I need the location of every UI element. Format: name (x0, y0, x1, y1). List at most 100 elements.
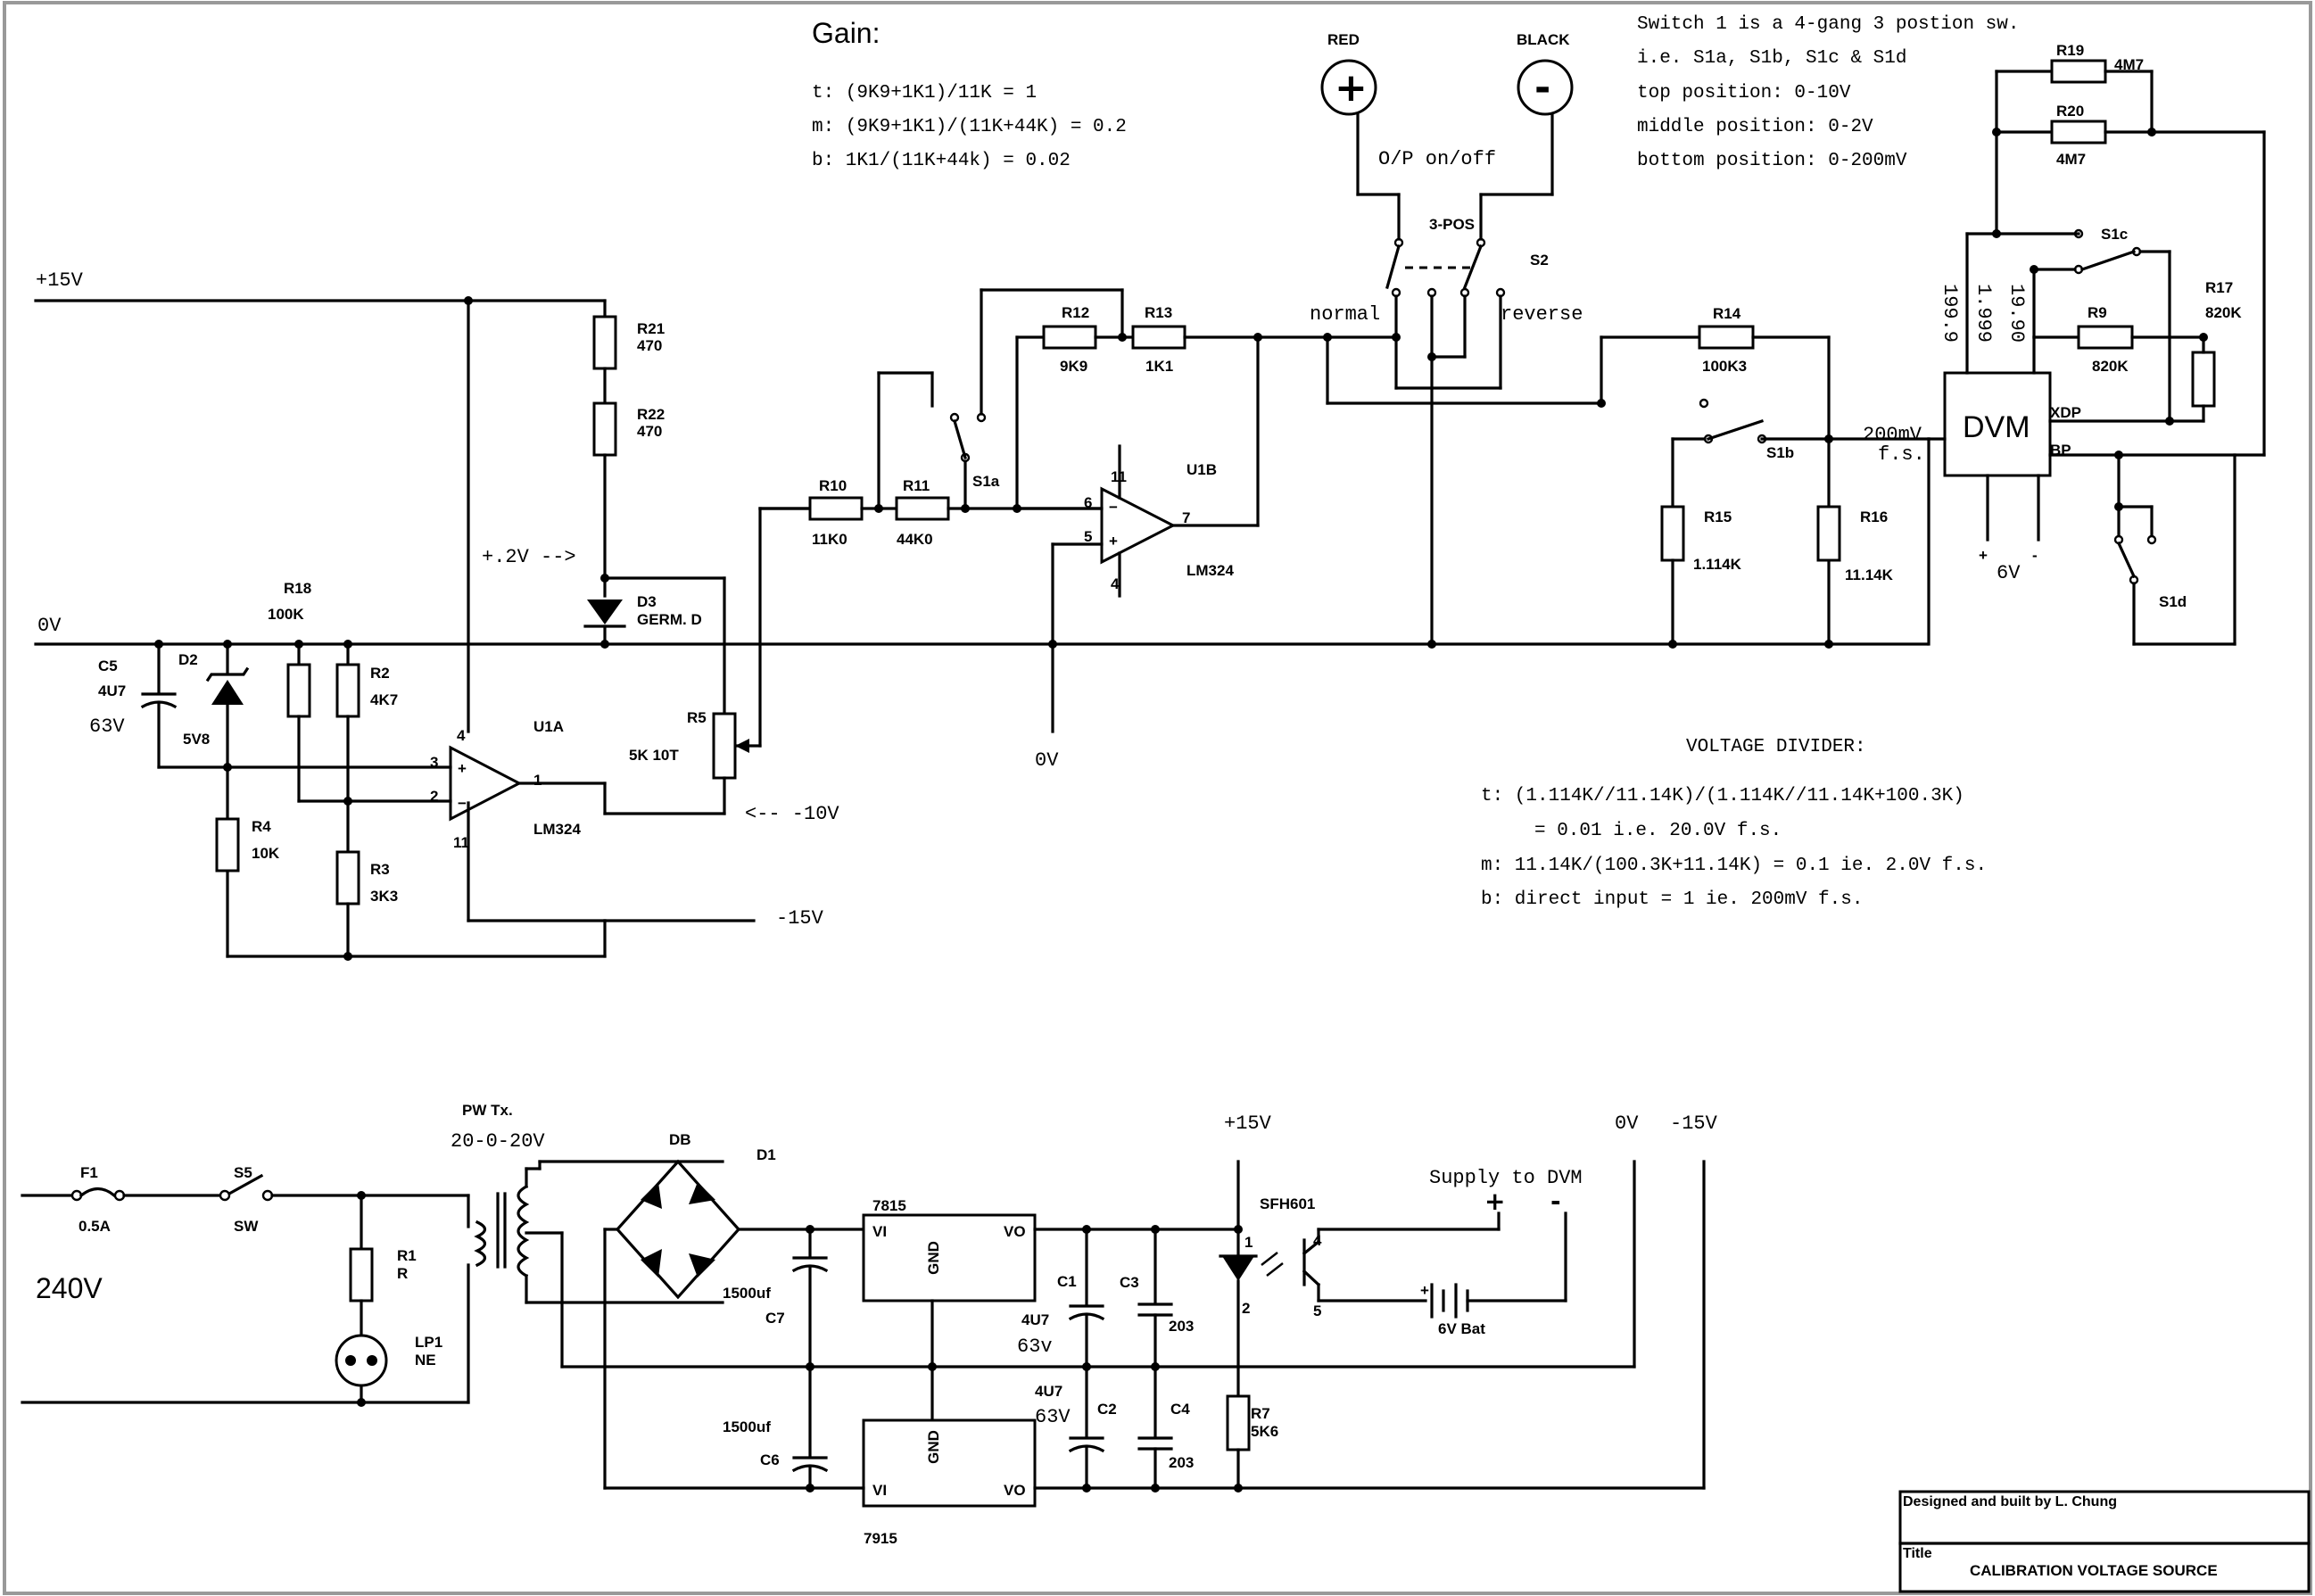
divider-m: m: 11.14K/(100.3K+11.14K) = 0.1 ie. 2.0V… (1481, 856, 1987, 876)
svg-text:63V: 63V (89, 715, 125, 738)
r17-resistor (2191, 351, 2216, 408)
svg-text:2: 2 (1242, 1300, 1250, 1317)
gain-b: b: 1K1/(11K+44k) = 0.02 (812, 151, 1071, 171)
switch-note-5: bottom position: 0-200mV (1637, 151, 1907, 171)
svg-text:20-0-20V: 20-0-20V (451, 1130, 545, 1153)
svg-text:D2: D2 (178, 651, 198, 668)
svg-text:normal: normal (1310, 303, 1380, 326)
transformer-primary (474, 1220, 487, 1268)
svg-text:4: 4 (1313, 1232, 1322, 1249)
svg-text:R14: R14 (1713, 305, 1741, 322)
svg-text:+: + (1109, 533, 1118, 550)
reg-7915 (862, 1418, 1037, 1508)
svg-text:4: 4 (1111, 575, 1120, 592)
svg-text:DB: DB (669, 1131, 691, 1148)
svg-text:S2: S2 (1530, 252, 1549, 269)
svg-text:S1d: S1d (2159, 593, 2187, 610)
svg-text:+: + (458, 760, 467, 777)
svg-text:0.5A: 0.5A (79, 1218, 111, 1235)
r11-resistor (895, 496, 950, 521)
svg-text:4: 4 (457, 727, 466, 744)
drawing-title: CALIBRATION VOLTAGE SOURCE (1970, 1562, 2218, 1579)
svg-text:1.999: 1.999 (1972, 284, 1995, 343)
s1c-switch (2079, 249, 2137, 272)
svg-text:R10: R10 (819, 477, 847, 494)
rail-0v-label: 0V (37, 615, 62, 637)
svg-text:4U7: 4U7 (98, 682, 126, 699)
svg-text:10K: 10K (252, 845, 280, 862)
gain-t: t: (9K9+1K1)/11K = 1 (812, 83, 1037, 103)
reg-7815 (862, 1213, 1037, 1302)
svg-text:+15V: +15V (1224, 1112, 1272, 1135)
svg-text:-15V: -15V (1670, 1112, 1718, 1135)
svg-text:1.114K: 1.114K (1693, 556, 1742, 573)
r20-resistor (2050, 120, 2107, 145)
svg-text:5: 5 (1313, 1302, 1321, 1319)
r15-resistor (1660, 505, 1685, 562)
svg-text:6V: 6V (1997, 562, 2021, 584)
svg-text:NE: NE (415, 1352, 436, 1369)
rail-0v-label-2: 0V (1035, 749, 1059, 772)
r18-resistor (286, 663, 311, 718)
switch-note-3: top position: 0-10V (1637, 83, 1851, 103)
svg-text:100K3: 100K3 (1702, 358, 1747, 375)
svg-text:1: 1 (533, 772, 542, 789)
r1-resistor (349, 1247, 374, 1302)
svg-text:GND: GND (925, 1241, 942, 1275)
r9-resistor (2077, 325, 2134, 350)
svg-text:R20: R20 (2056, 103, 2084, 120)
r2-resistor (335, 663, 360, 718)
svg-text:−: − (458, 795, 467, 812)
svg-text:D1: D1 (757, 1146, 776, 1163)
svg-text:BLACK: BLACK (1517, 31, 1570, 48)
svg-text:C1: C1 (1057, 1273, 1077, 1290)
svg-text:2: 2 (430, 788, 438, 805)
svg-text:100K: 100K (268, 606, 304, 623)
d3-diode (587, 600, 623, 624)
u1a-opamp (449, 745, 523, 822)
switch-note-1: Switch 1 is a 4-gang 3 postion sw. (1637, 14, 2019, 35)
u1b-opamp (1100, 486, 1177, 565)
svg-text:470: 470 (637, 423, 662, 440)
transformer-secondary (517, 1184, 530, 1278)
svg-text:VO: VO (1004, 1482, 1026, 1499)
svg-text:U1A: U1A (533, 718, 564, 735)
svg-text:R22: R22 (637, 406, 665, 423)
svg-text:DVM: DVM (1963, 410, 2030, 444)
svg-text:R: R (397, 1265, 408, 1282)
svg-text:S1b: S1b (1766, 444, 1794, 461)
svg-text:R17: R17 (2205, 279, 2233, 296)
svg-text:470: 470 (637, 337, 662, 354)
svg-text:3-POS: 3-POS (1429, 216, 1475, 233)
svg-text:SFH601: SFH601 (1260, 1195, 1315, 1212)
svg-text:11K0: 11K0 (812, 531, 847, 548)
svg-text:U1B: U1B (1186, 461, 1217, 478)
title-label: Title (1903, 1546, 1932, 1561)
svg-text:C3: C3 (1120, 1274, 1139, 1291)
svg-text:R3: R3 (370, 861, 390, 878)
svg-text:R2: R2 (370, 665, 390, 682)
svg-text:LM324: LM324 (1186, 562, 1234, 579)
svg-text:R9: R9 (2088, 304, 2107, 321)
sfh601-led (1222, 1256, 1254, 1281)
svg-text:GERM. D: GERM. D (637, 611, 702, 628)
svg-text:R19: R19 (2056, 42, 2084, 59)
rail-p15-label: +15V (36, 269, 84, 292)
svg-text:C6: C6 (760, 1451, 780, 1468)
r5-potentiometer (712, 712, 737, 780)
svg-text:S5: S5 (234, 1164, 252, 1181)
svg-text:9K9: 9K9 (1060, 358, 1087, 375)
svg-text:R12: R12 (1062, 304, 1089, 321)
r22-resistor (592, 401, 617, 457)
svg-text:3K3: 3K3 (370, 888, 398, 905)
svg-text:R4: R4 (252, 818, 271, 835)
divider-t1: t: (1.114K//11.14K)/(1.114K//11.14K+100.… (1481, 786, 1964, 806)
svg-text:5V8: 5V8 (183, 731, 210, 748)
s1b-switch (1706, 418, 1765, 442)
svg-text:200mV: 200mV (1863, 424, 1922, 446)
r14-resistor (1698, 325, 1755, 350)
red-terminal (1320, 59, 1377, 116)
rail-n15-label: -15V (776, 907, 824, 930)
svg-text:+: + (1484, 1187, 1505, 1216)
